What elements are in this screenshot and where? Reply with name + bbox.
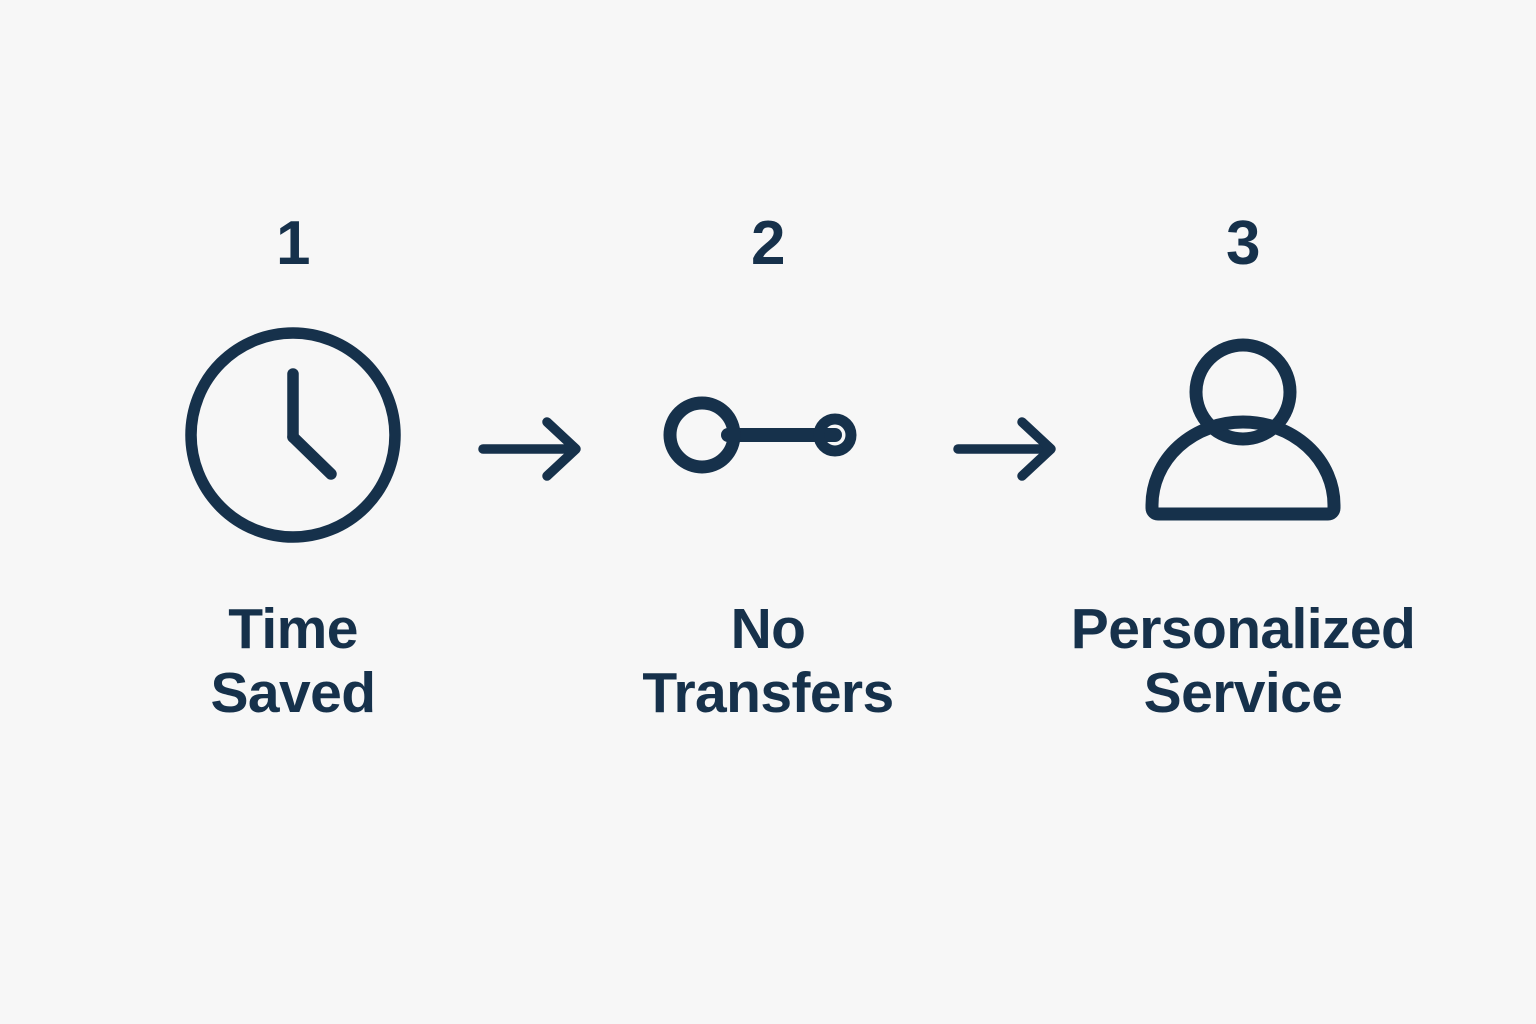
person-head (1189, 338, 1297, 446)
step-number-3: 3 (1226, 209, 1260, 278)
arrow-right-icon (946, 404, 1066, 494)
clock-hand-hour (287, 431, 337, 480)
clock-icon (178, 320, 408, 550)
person-icon-graphic (1145, 338, 1341, 521)
step-label-2: No Transfers (642, 597, 894, 725)
clock-icon-graphic (185, 327, 401, 543)
person-icon (1128, 320, 1358, 550)
step-time-saved: 1 Time Saved (128, 0, 458, 726)
step-label-3: Personalized Service (1070, 597, 1416, 725)
arrow-right-icon (471, 404, 591, 494)
direct-connection-icon-graphic (663, 396, 857, 474)
step-number-1: 1 (276, 209, 310, 278)
connector-2 (933, 0, 1078, 494)
destination-node (813, 413, 857, 457)
clock-face (185, 327, 401, 543)
step-no-transfers: 2 No Transfers (603, 0, 933, 726)
direct-connection-icon (653, 320, 883, 550)
arrow-right-icon-graphic (477, 417, 581, 481)
step-label-1: Time Saved (210, 597, 377, 725)
person-body (1145, 415, 1341, 521)
arrow-right-icon-graphic (952, 417, 1056, 481)
arrow-head (1016, 417, 1056, 481)
connector-1 (458, 0, 603, 494)
step-number-2: 2 (751, 209, 785, 278)
step-personalized-service: 3 Personalized Service (1071, 0, 1416, 726)
origin-node (663, 396, 741, 474)
arrow-head (541, 417, 581, 481)
